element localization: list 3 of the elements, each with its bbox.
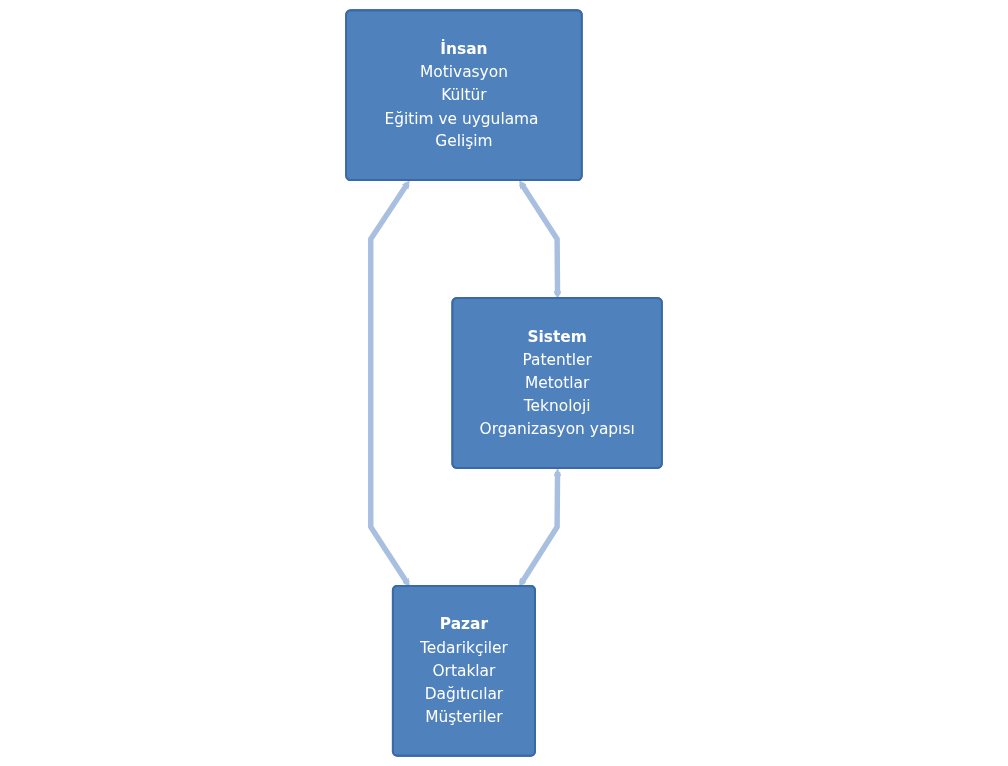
arrow (519, 468, 562, 587)
arrow (519, 180, 562, 299)
arrow (368, 180, 410, 587)
